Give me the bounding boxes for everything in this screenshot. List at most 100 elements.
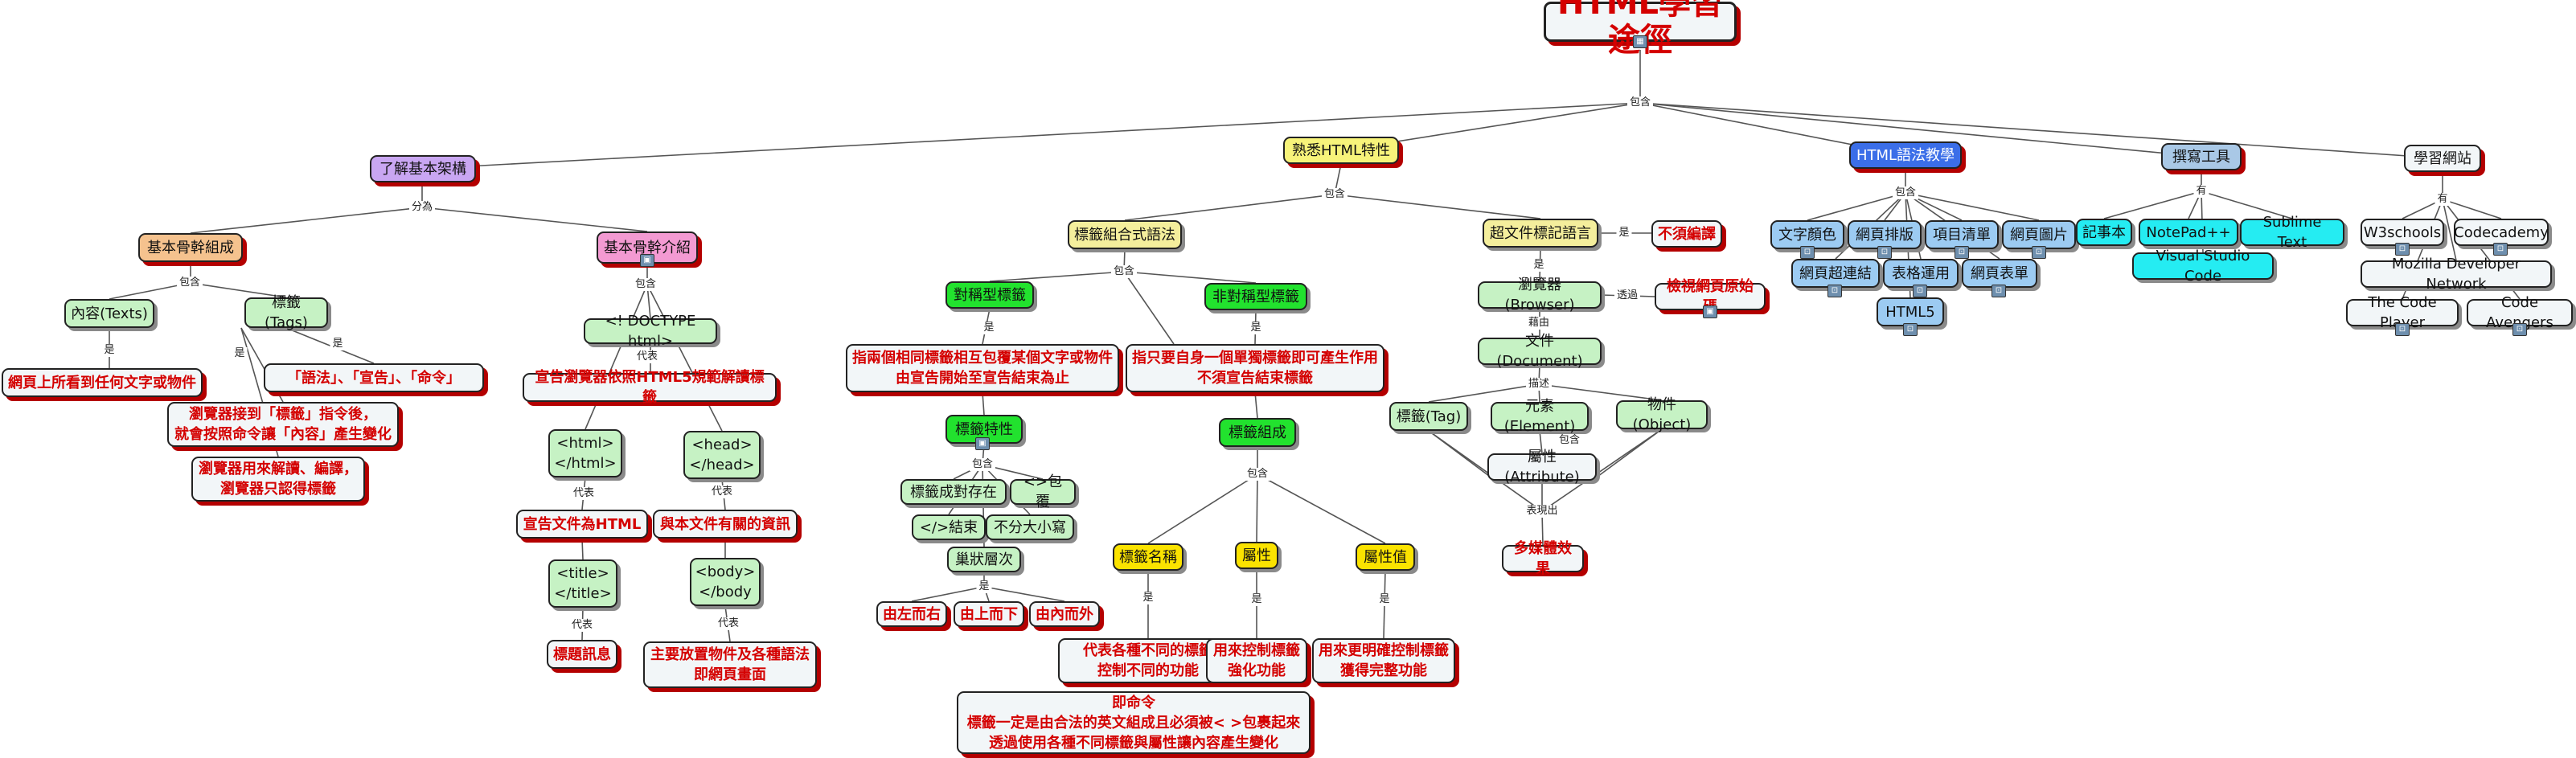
feature-nest[interactable]: 巢狀層次 (947, 547, 1021, 572)
tutorial-text-color[interactable]: 文字顏色 (1770, 220, 1844, 249)
site-codeplayer[interactable]: The Code Player (2346, 294, 2459, 331)
document[interactable]: 文件(Document) (1478, 333, 1602, 370)
tutorial-hyperlink[interactable]: 網頁超連結 (1791, 259, 1880, 288)
element-node[interactable]: 元素(Element) (1491, 398, 1589, 435)
connector-line (911, 586, 985, 602)
link-label-is: 是 (976, 580, 992, 593)
link-label-contains: 包含 (1321, 188, 1348, 201)
link-icon: ⊡ (2512, 323, 2527, 336)
tags-compile-description[interactable]: 瀏覽器用來解讀、編譯， 瀏覽器只認得標籤 (191, 457, 365, 502)
feature-wrap[interactable]: <>包覆 (1010, 473, 1076, 510)
nest-inner-outer[interactable]: 由內而外 (1029, 601, 1100, 627)
link-label-contains: 包含 (632, 278, 659, 291)
content-description[interactable]: 網頁上所看到任何文字或物件 (2, 368, 203, 397)
link-label-describes: 描述 (1525, 378, 1553, 391)
branch-html-tutorial[interactable]: HTML語法教學 (1849, 141, 1962, 169)
link-icon: ⊡ (1913, 285, 1927, 297)
tool-vscode[interactable]: Visual Studio Code (2132, 248, 2274, 285)
multimedia-effect[interactable]: 多媒體效果 (1502, 540, 1584, 577)
tags-node[interactable]: 標籤(Tags) (244, 294, 328, 331)
tool-notepadpp[interactable]: NotePad++ (2139, 219, 2238, 246)
site-codecademy[interactable]: Codecademy (2454, 219, 2549, 246)
branch-writing-tools[interactable]: 撰寫工具 (2161, 143, 2242, 170)
link-icon: ⊡ (1991, 285, 2006, 297)
attribute-node[interactable]: 屬性(Attribute) (1487, 449, 1597, 486)
tutorial-images[interactable]: 網頁圖片 (2002, 220, 2076, 249)
link-icon: ⊡ (2493, 243, 2508, 256)
feature-case[interactable]: 不分大小寫 (986, 514, 1074, 540)
body-tag[interactable]: <body> </body (690, 558, 761, 606)
tags-syntax-description[interactable]: 「語法」、「宣告」、「命令」 (264, 363, 484, 392)
body-description[interactable]: 主要放置物件及各種語法 即網頁畫面 (643, 641, 817, 688)
tag-syntax[interactable]: 標籤組合式語法 (1068, 220, 1182, 249)
content-texts[interactable]: 內容(Texts) (64, 299, 154, 328)
title-description[interactable]: 標題訊息 (547, 640, 617, 669)
tool-notepad[interactable]: 記事本 (2076, 219, 2132, 246)
site-w3schools[interactable]: W3schools (2361, 219, 2444, 246)
connector-line (1254, 391, 1258, 419)
html-description[interactable]: 宣告文件為HTML (516, 510, 648, 539)
branch-learning-sites[interactable]: 學習網站 (2404, 145, 2481, 172)
tool-sublime[interactable]: Sublime Text (2240, 214, 2344, 251)
link-label-via: 藉由 (1525, 317, 1553, 330)
link-icon: ⊡ (1955, 246, 1969, 259)
connector-line (989, 271, 1125, 282)
no-compile[interactable]: 不須編譯 (1651, 220, 1722, 248)
branch-html-features[interactable]: 熟悉HTML特性 (1283, 137, 1399, 164)
link-label-represents: 代表 (634, 350, 661, 363)
tag-element-node[interactable]: 標籤(Tag) (1389, 402, 1468, 431)
browser[interactable]: 瀏覽器(Browser) (1478, 277, 1602, 313)
paired-tags[interactable]: 對稱型標籤 (945, 281, 1034, 309)
connector-line (1538, 383, 1663, 401)
tutorial-form[interactable]: 網頁表單 (1962, 259, 2037, 288)
view-source[interactable]: 檢視網頁原始碼 (1655, 278, 1766, 315)
attribute-value[interactable]: 屬性值 (1356, 543, 1415, 571)
feature-end[interactable]: </>結束 (912, 514, 986, 540)
doctype-tag[interactable]: <! DOCTYPE html> (584, 313, 717, 350)
hypertext-markup[interactable]: 超文件標記語言 (1483, 219, 1598, 248)
connector-line (1147, 473, 1258, 544)
tutorial-table[interactable]: 表格運用 (1883, 259, 1959, 288)
connector-line (1541, 428, 1663, 512)
link-label-through: 透過 (1614, 289, 1641, 302)
link-label-has: 有 (2434, 193, 2451, 206)
tag-name[interactable]: 標籤名稱 (1113, 543, 1183, 571)
attribute-value-description[interactable]: 用來更明確控制標籤 獲得完整功能 (1312, 638, 1455, 683)
site-mdn[interactable]: Mozilla Developer Network (2361, 256, 2552, 293)
nest-left-right[interactable]: 由左而右 (876, 601, 947, 627)
attribute-description[interactable]: 用來控制標籤 強化功能 (1206, 638, 1307, 683)
tag-parts[interactable]: 標籤組成 (1219, 418, 1296, 447)
basic-composition[interactable]: 基本骨幹組成 (138, 233, 243, 262)
link-icon: ⊡ (1903, 323, 1918, 336)
unpaired-tags-description[interactable]: 指只要自身一個單獨標籤即可產生作用 不須宣告結束標籤 (1126, 344, 1384, 392)
connector-line (1257, 473, 1386, 544)
feature-pair-exist[interactable]: 標籤成對存在 (900, 479, 1007, 505)
image-icon: ▣ (975, 437, 990, 450)
tutorial-html5[interactable]: HTML5 (1877, 297, 1944, 326)
connector-line (581, 538, 584, 560)
root-title[interactable]: HTML學習途徑 (1544, 0, 1737, 59)
attribute[interactable]: 屬性 (1235, 542, 1278, 569)
link-label-represents: 代表 (715, 617, 742, 630)
doctype-description[interactable]: 宣告瀏覽器依照HTML5規範解讀標籤 (523, 369, 777, 406)
command-description[interactable]: 即命令 標籤一定是由合法的英文組成且必須被< >包裹起來 透過使用各種不同標籤與… (957, 691, 1311, 754)
connector-line (2103, 191, 2202, 219)
tutorial-list[interactable]: 項目清單 (1925, 220, 1999, 249)
paired-tags-description[interactable]: 指兩個相同標籤相互包覆某個文字或物件 由宣告開始至宣告結束為止 (846, 344, 1119, 392)
link-label-divided: 分為 (408, 201, 436, 214)
map-icon: ▦ (1633, 35, 1647, 48)
connector-line (585, 284, 648, 430)
tags-browser-description[interactable]: 瀏覽器接到「標籤」指令後， 就會按照命令讓「內容」產生變化 (167, 402, 399, 447)
title-tag[interactable]: <title> </title> (548, 559, 617, 608)
connector-line (982, 391, 985, 416)
unpaired-tags[interactable]: 非對稱型標籤 (1204, 283, 1307, 310)
html-tag[interactable]: <html> </html> (548, 429, 622, 477)
tutorial-layout[interactable]: 網頁排版 (1848, 220, 1922, 249)
site-codeavengers[interactable]: Code Avengers (2467, 294, 2573, 331)
nest-top-bottom[interactable]: 由上而下 (954, 601, 1024, 627)
head-description[interactable]: 與本文件有關的資訊 (653, 510, 798, 539)
head-tag[interactable]: <head> </head> (683, 431, 761, 479)
object-node[interactable]: 物件(Object) (1616, 396, 1708, 433)
branch-basic-structure[interactable]: 了解基本架構 (370, 155, 476, 182)
link-icon: ⊡ (1877, 246, 1892, 259)
